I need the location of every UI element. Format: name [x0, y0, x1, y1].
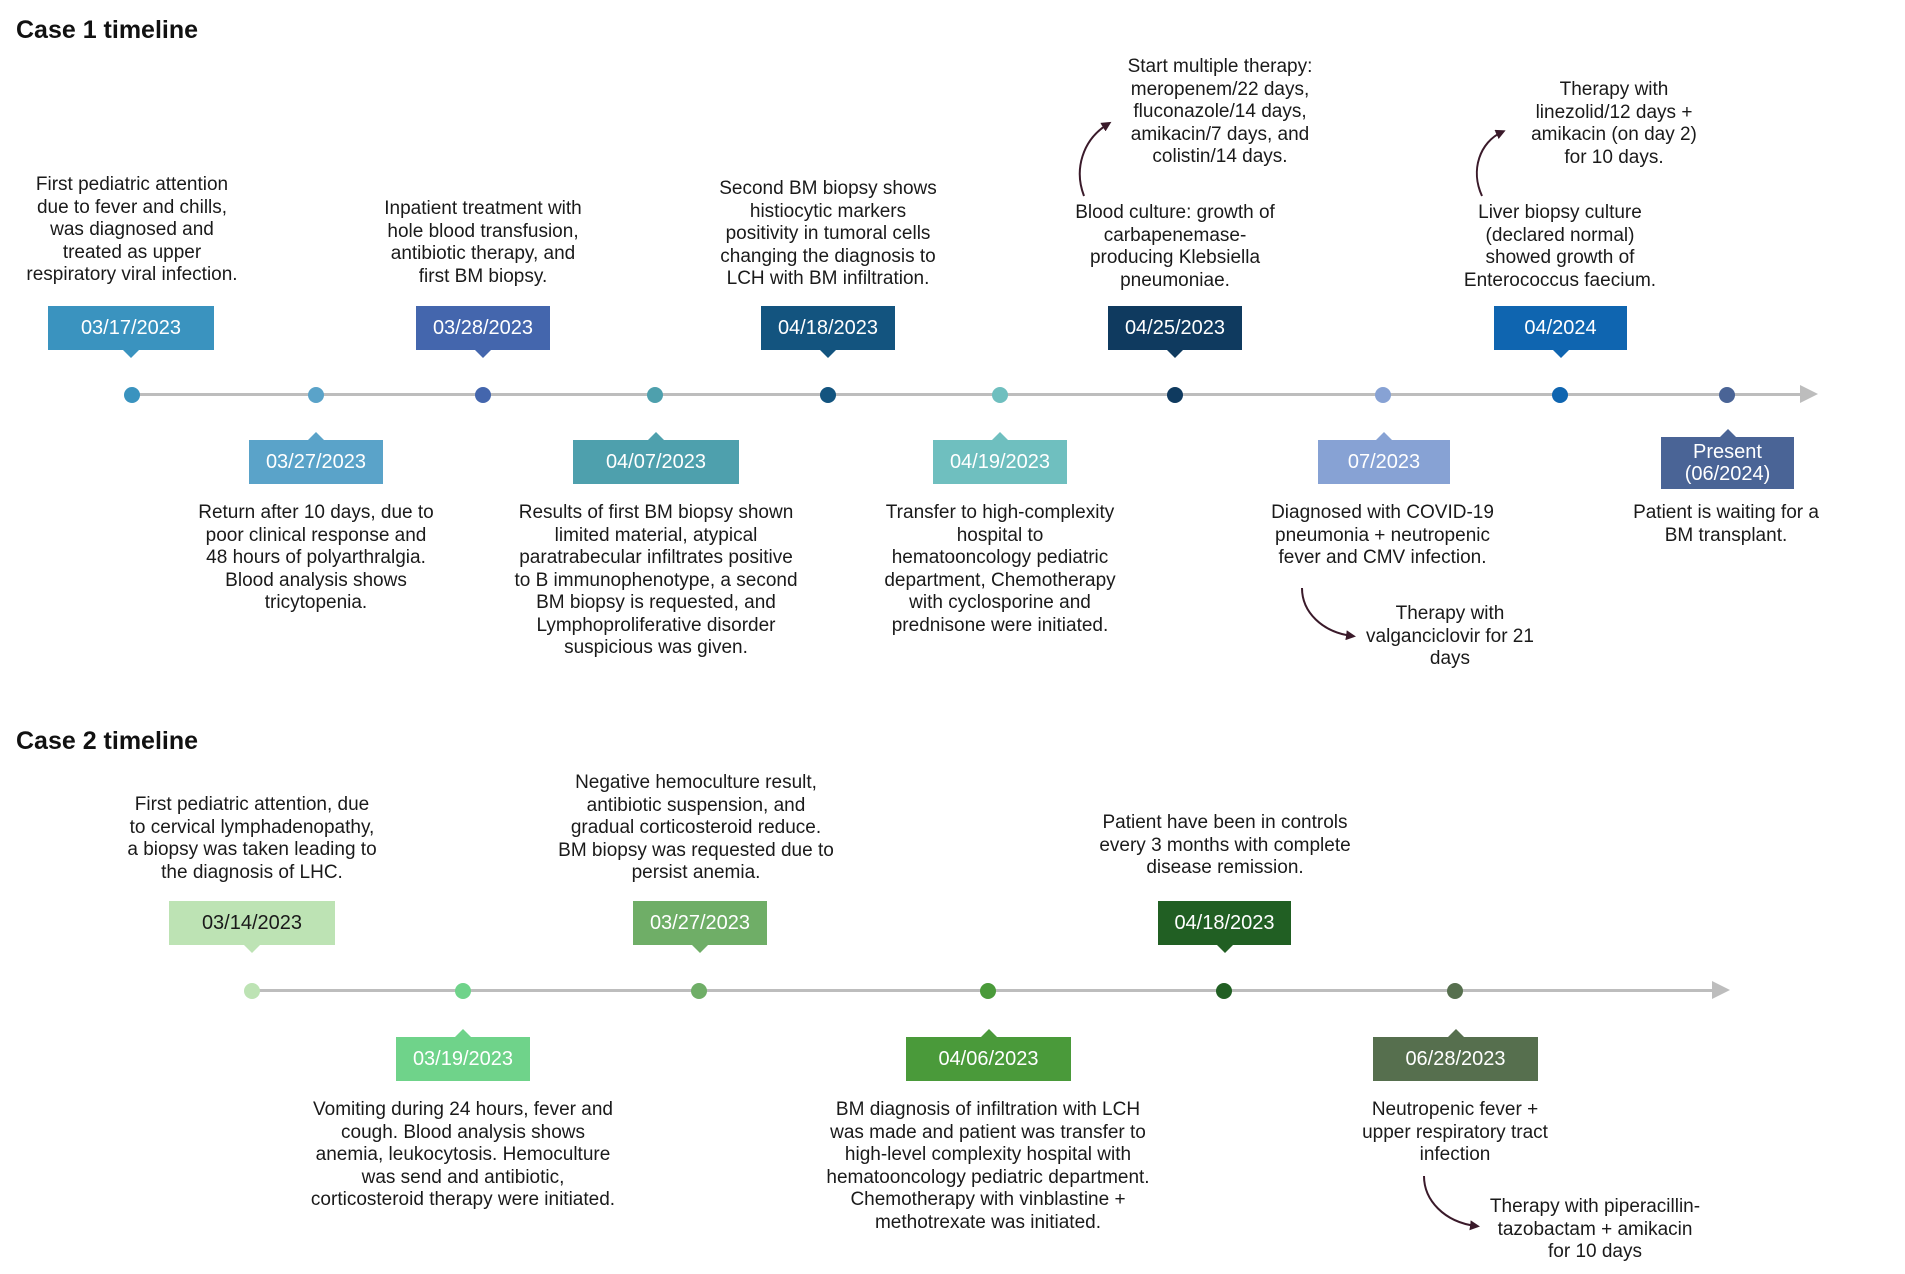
case2-dot-4 [980, 983, 996, 999]
case1-desc-8: Diagnosed with COVID-19 pneumonia + neut… [1271, 502, 1494, 568]
therapy-arrow-1-icon [1078, 121, 1112, 197]
case2-dot-6 [1447, 983, 1463, 999]
case1-desc-4: Results of first BM biopsy shown limited… [514, 502, 798, 658]
case1-dot-8 [1375, 387, 1391, 403]
case1-dot-1 [124, 387, 140, 403]
case2-desc-6: Neutropenic fever + upper respiratory tr… [1362, 1099, 1548, 1165]
case2-desc-2: Vomiting during 24 hours, fever and coug… [310, 1099, 616, 1210]
case2-dot-2 [455, 983, 471, 999]
case1-dot-10 [1719, 387, 1735, 403]
case1-therapy-3: Therapy with linezolid/12 days + amikaci… [1531, 79, 1697, 168]
case2-desc-4: BM diagnosis of infiltration with LCH wa… [826, 1099, 1150, 1233]
case2-desc-1: First pediatric attention, due to cervic… [127, 794, 377, 883]
therapy-arrow-2-icon [1301, 587, 1356, 641]
case1-desc-1: First pediatric attention due to fever a… [26, 174, 238, 285]
case2-dot-3 [691, 983, 707, 999]
case1-therapy-2: Therapy with valganciclovir for 21 days [1366, 603, 1534, 669]
case1-desc-7: Blood culture: growth of carbapenemase- … [1075, 202, 1275, 291]
case1-dot-7 [1167, 387, 1183, 403]
case2-axis-arrow-icon [1712, 981, 1730, 999]
case1-dot-4 [647, 387, 663, 403]
case1-desc-3: Inpatient treatment with hole blood tran… [384, 198, 582, 287]
case2-desc-5: Patient have been in controls every 3 mo… [1099, 812, 1351, 878]
case1-dot-3 [475, 387, 491, 403]
case1-dot-5 [820, 387, 836, 403]
therapy-arrow-3-icon [1475, 129, 1506, 197]
case1-axis-arrow-icon [1800, 385, 1818, 403]
case1-dot-2 [308, 387, 324, 403]
case2-therapy-1: Therapy with piperacillin- tazobactam + … [1489, 1196, 1701, 1262]
case2-dot-1 [244, 983, 260, 999]
case1-dot-6 [992, 387, 1008, 403]
therapy-arrow-4-icon [1423, 1175, 1480, 1231]
case1-therapy-1: Start multiple therapy: meropenem/22 day… [1127, 56, 1313, 167]
case2-desc-3: Negative hemoculture result, antibiotic … [558, 772, 834, 883]
case1-desc-6: Transfer to high-complexity hospital to … [884, 502, 1116, 636]
case1-axis-line [131, 393, 1811, 396]
case2-dot-5 [1216, 983, 1232, 999]
case2-title: Case 2 timeline [16, 727, 199, 755]
case1-desc-9: Liver biopsy culture (declared normal) s… [1463, 202, 1657, 291]
case1-dot-9 [1552, 387, 1568, 403]
case1-desc-2: Return after 10 days, due to poor clinic… [198, 502, 434, 613]
case1-desc-10: Patient is waiting for a BM transplant. [1633, 502, 1819, 546]
case1-desc-5: Second BM biopsy shows histiocytic marke… [719, 178, 937, 289]
case1-title: Case 1 timeline [16, 16, 199, 44]
